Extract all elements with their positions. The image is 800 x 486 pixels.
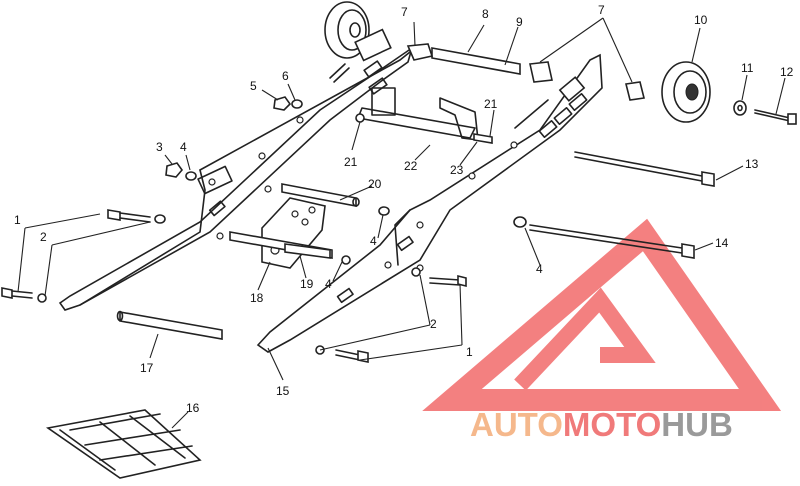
callout-7: 7 bbox=[401, 5, 408, 19]
washer-4c bbox=[513, 216, 527, 228]
right-slide-rail bbox=[256, 53, 603, 353]
idler-wheel-10 bbox=[661, 61, 711, 123]
bolt-1b bbox=[1, 287, 47, 303]
spring-bracket-18 bbox=[261, 197, 326, 269]
bolt-13 bbox=[574, 151, 715, 187]
washer-11 bbox=[733, 100, 747, 116]
callout-20: 20 bbox=[368, 177, 382, 191]
bolt-1a bbox=[107, 209, 166, 224]
callout-4: 4 bbox=[536, 262, 543, 276]
spacer-tube-20 bbox=[281, 183, 360, 207]
left-slide-rail bbox=[58, 28, 414, 311]
callout-21: 21 bbox=[344, 155, 358, 169]
leader-lines bbox=[17, 17, 786, 429]
callout-23: 23 bbox=[450, 163, 464, 177]
bolt-left-top bbox=[329, 63, 350, 83]
callout-4: 4 bbox=[180, 140, 187, 154]
axle-19 bbox=[229, 231, 333, 259]
callout-4: 4 bbox=[370, 234, 377, 248]
track-clip-16 bbox=[45, 409, 202, 479]
callout-1: 1 bbox=[466, 345, 473, 359]
washer-4b bbox=[378, 206, 390, 216]
svg-text:AUTOMOTOHUB: AUTOMOTOHUB bbox=[470, 406, 733, 443]
callout-5: 5 bbox=[250, 79, 257, 93]
rear-cross-shaft-22 bbox=[357, 87, 479, 141]
watermark-part-auto: AUTO bbox=[470, 406, 563, 443]
nut-5 bbox=[273, 96, 292, 111]
callout-9: 9 bbox=[516, 15, 523, 29]
callout-13: 13 bbox=[745, 157, 759, 171]
washer-4a bbox=[185, 171, 197, 181]
callout-16: 16 bbox=[186, 401, 200, 415]
callout-1: 1 bbox=[14, 213, 21, 227]
bolt-1c bbox=[411, 267, 467, 288]
callout-8: 8 bbox=[482, 7, 489, 21]
callout-2: 2 bbox=[430, 317, 437, 331]
washer-6 bbox=[291, 99, 303, 109]
callout-21: 21 bbox=[484, 97, 498, 111]
watermark-logo bbox=[422, 218, 782, 411]
callout-14: 14 bbox=[715, 236, 729, 250]
callout-12: 12 bbox=[780, 65, 794, 79]
watermark-text: AUTOMOTOHUB bbox=[470, 406, 733, 443]
callout-3: 3 bbox=[156, 140, 163, 154]
callout-7: 7 bbox=[598, 3, 605, 17]
spacer-7-center bbox=[529, 61, 553, 83]
washer-21a bbox=[355, 113, 365, 123]
spacer-7-right bbox=[625, 81, 645, 101]
watermark-part-hub: HUB bbox=[661, 406, 733, 443]
callout-22: 22 bbox=[404, 159, 418, 173]
watermark-part-moto: MOTO bbox=[563, 406, 661, 443]
callout-19: 19 bbox=[300, 277, 314, 291]
callout-10: 10 bbox=[694, 13, 708, 27]
washer-4d bbox=[341, 255, 351, 265]
bolt-21-23 bbox=[473, 99, 549, 144]
callout-15: 15 bbox=[276, 384, 290, 398]
callout-2: 2 bbox=[40, 230, 47, 244]
bolt-14 bbox=[529, 224, 695, 259]
spacer-7-left bbox=[406, 43, 434, 61]
nut-3 bbox=[165, 162, 184, 178]
front-cross-shaft-17 bbox=[116, 310, 223, 340]
callout-6: 6 bbox=[282, 69, 289, 83]
callout-17: 17 bbox=[140, 361, 154, 375]
callout-18: 18 bbox=[250, 291, 264, 305]
callout-labels: 1 2 2 1 3 4 5 6 7 8 9 7 10 11 12 13 14 4… bbox=[14, 3, 794, 415]
callout-4: 4 bbox=[325, 277, 332, 291]
bolt-12 bbox=[754, 109, 797, 125]
callout-11: 11 bbox=[741, 61, 754, 75]
